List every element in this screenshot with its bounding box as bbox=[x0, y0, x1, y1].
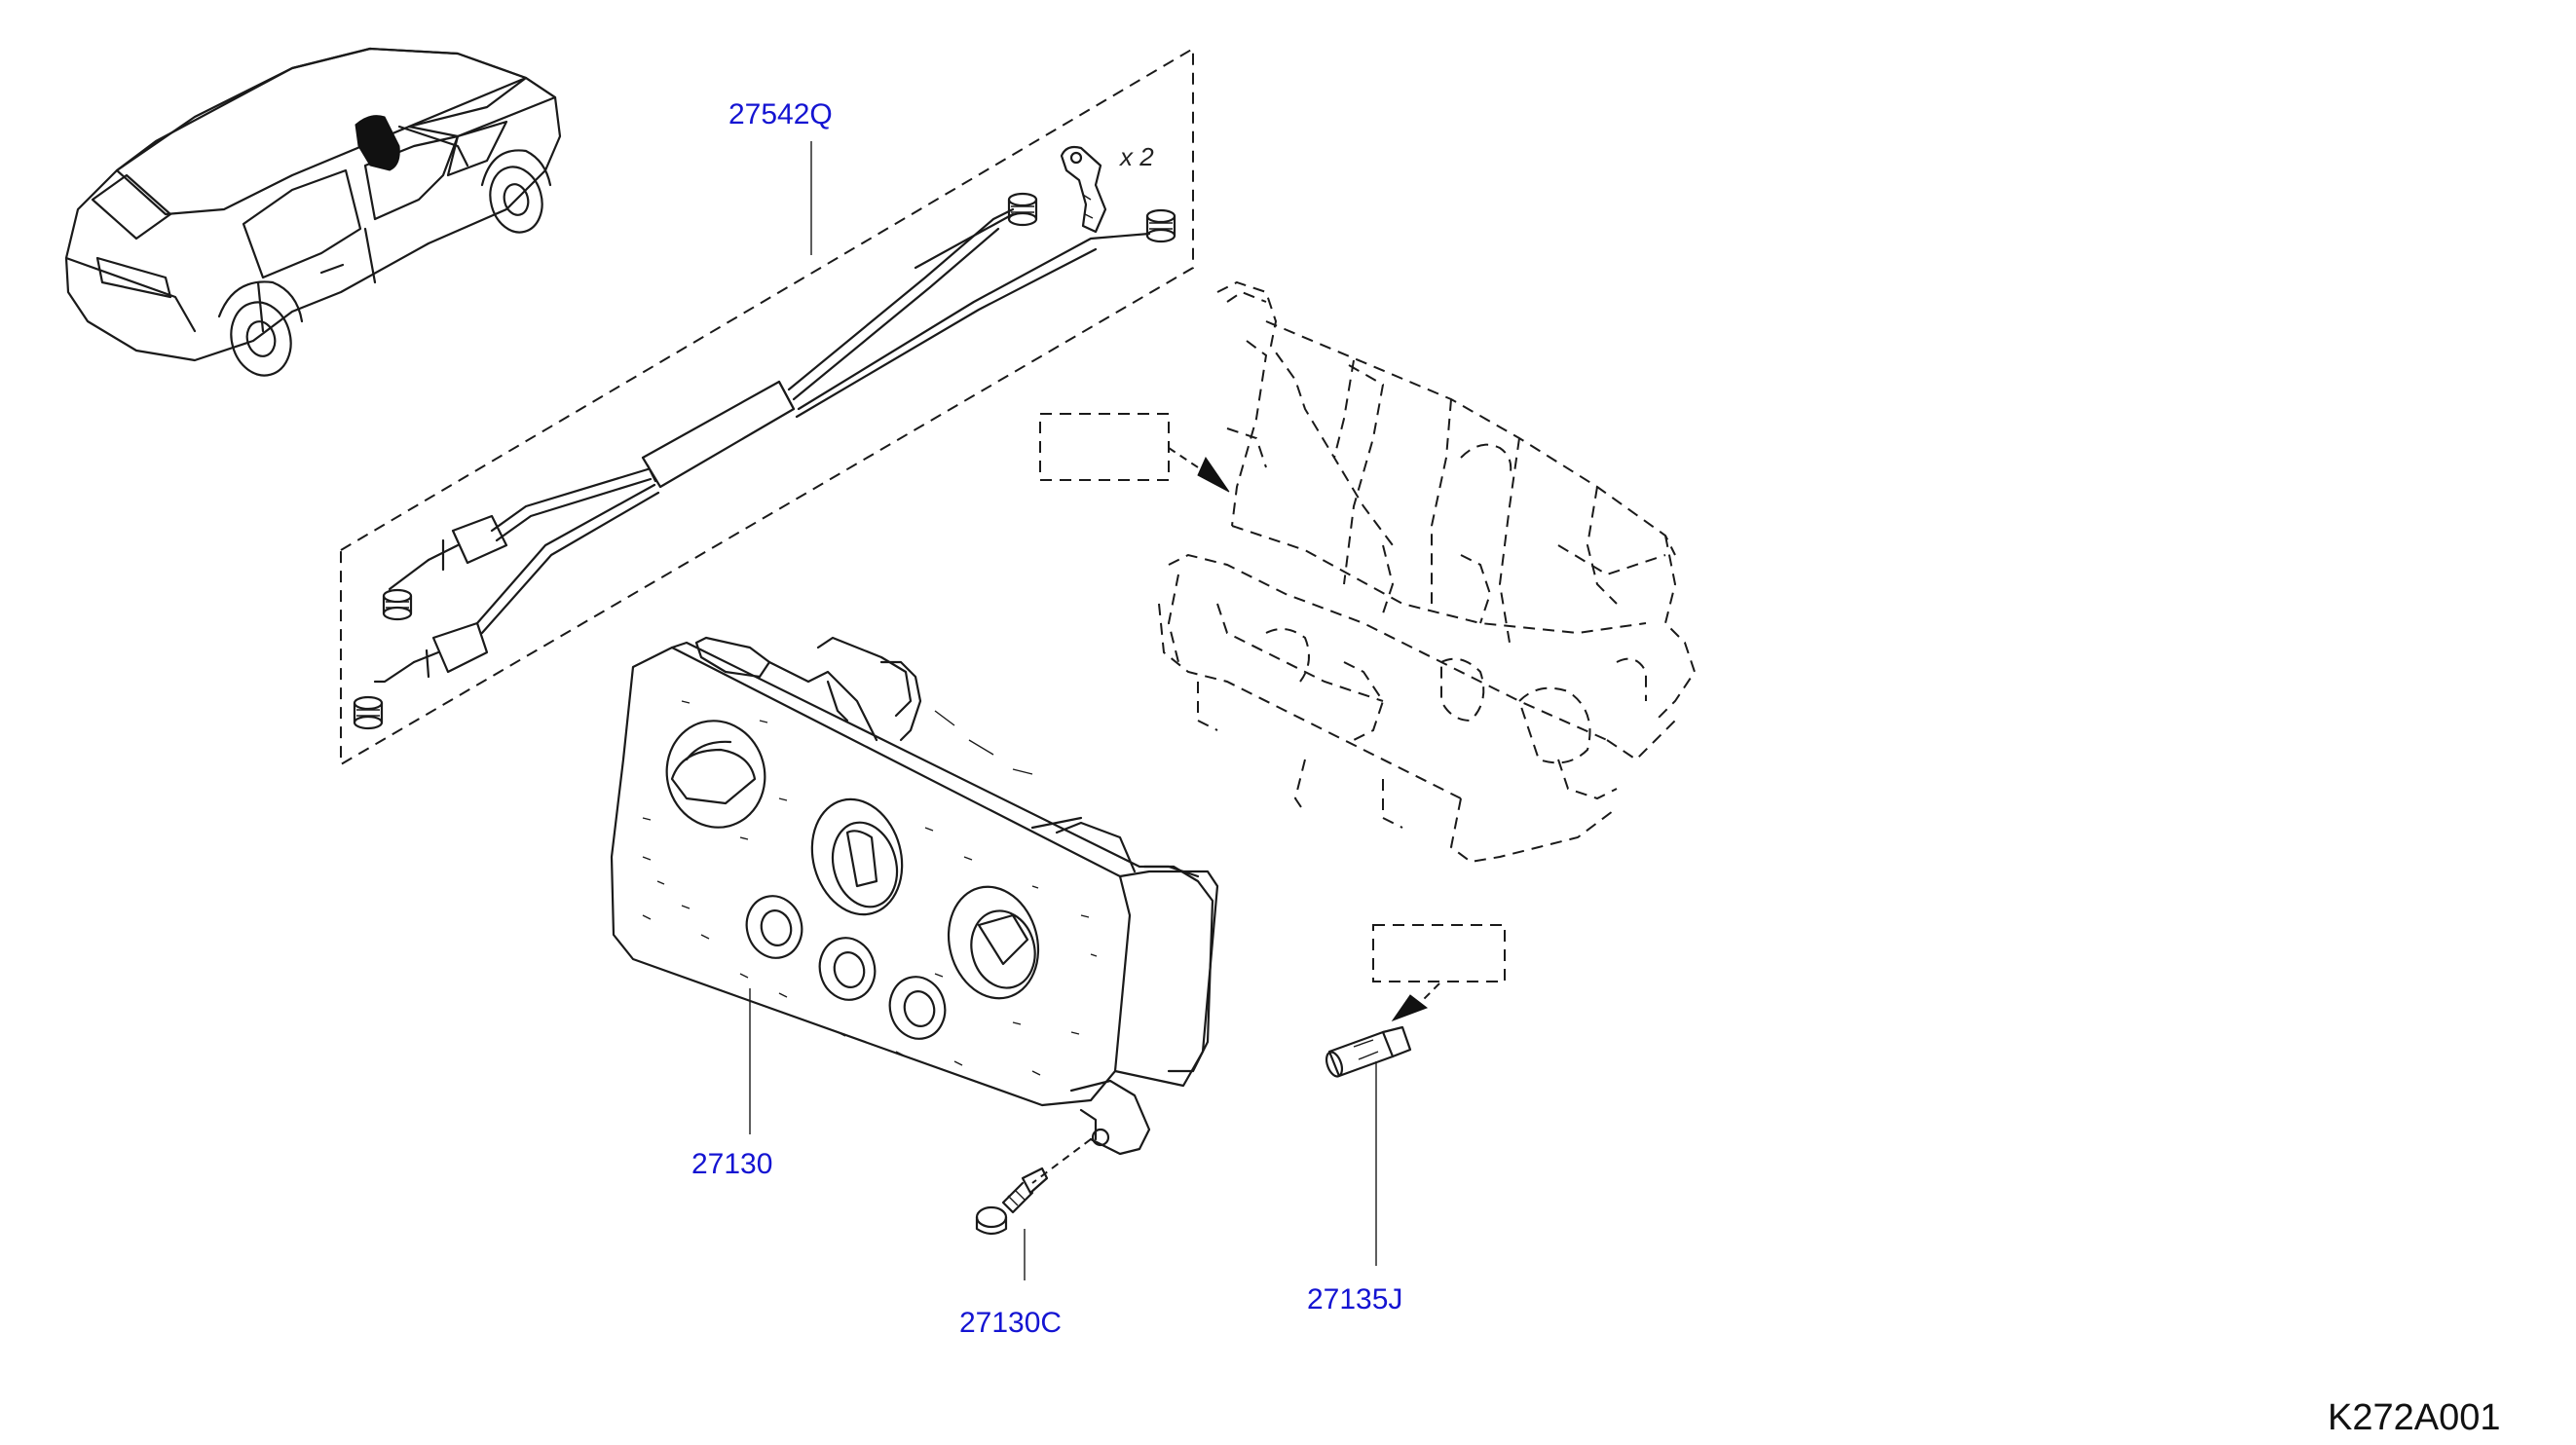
cable-end-fitting bbox=[373, 621, 489, 684]
heater-unit-outline bbox=[1158, 280, 1697, 864]
bulb bbox=[1325, 1025, 1412, 1266]
screw bbox=[975, 1138, 1092, 1280]
heater-control-unit bbox=[610, 636, 1219, 1156]
part-number-label[interactable]: 27130 bbox=[691, 1148, 773, 1180]
cable-clip bbox=[1060, 145, 1107, 234]
cable-assembly bbox=[340, 47, 1194, 766]
part-number-label[interactable]: 27542Q bbox=[728, 98, 833, 130]
control-button bbox=[818, 937, 877, 1001]
car-illustration bbox=[64, 47, 562, 377]
part-number-label[interactable]: 27135J bbox=[1307, 1283, 1403, 1315]
part-number-label[interactable]: 27130C bbox=[959, 1307, 1063, 1339]
reference-box bbox=[1372, 924, 1506, 1022]
cable-end-cap bbox=[1145, 208, 1176, 243]
cable-end-cap bbox=[1007, 192, 1038, 227]
cable-end-fitting bbox=[388, 514, 508, 591]
control-knob bbox=[665, 720, 766, 829]
control-button bbox=[888, 976, 947, 1040]
control-knob bbox=[810, 797, 904, 916]
diagram-code: K272A001 bbox=[2328, 1397, 2501, 1438]
cable-end-cap bbox=[353, 695, 384, 730]
control-button bbox=[745, 895, 803, 959]
control-knob bbox=[947, 885, 1040, 1000]
cable-end-cap bbox=[382, 588, 413, 621]
quantity-note: x 2 bbox=[1120, 142, 1154, 171]
reference-box bbox=[1039, 413, 1230, 493]
